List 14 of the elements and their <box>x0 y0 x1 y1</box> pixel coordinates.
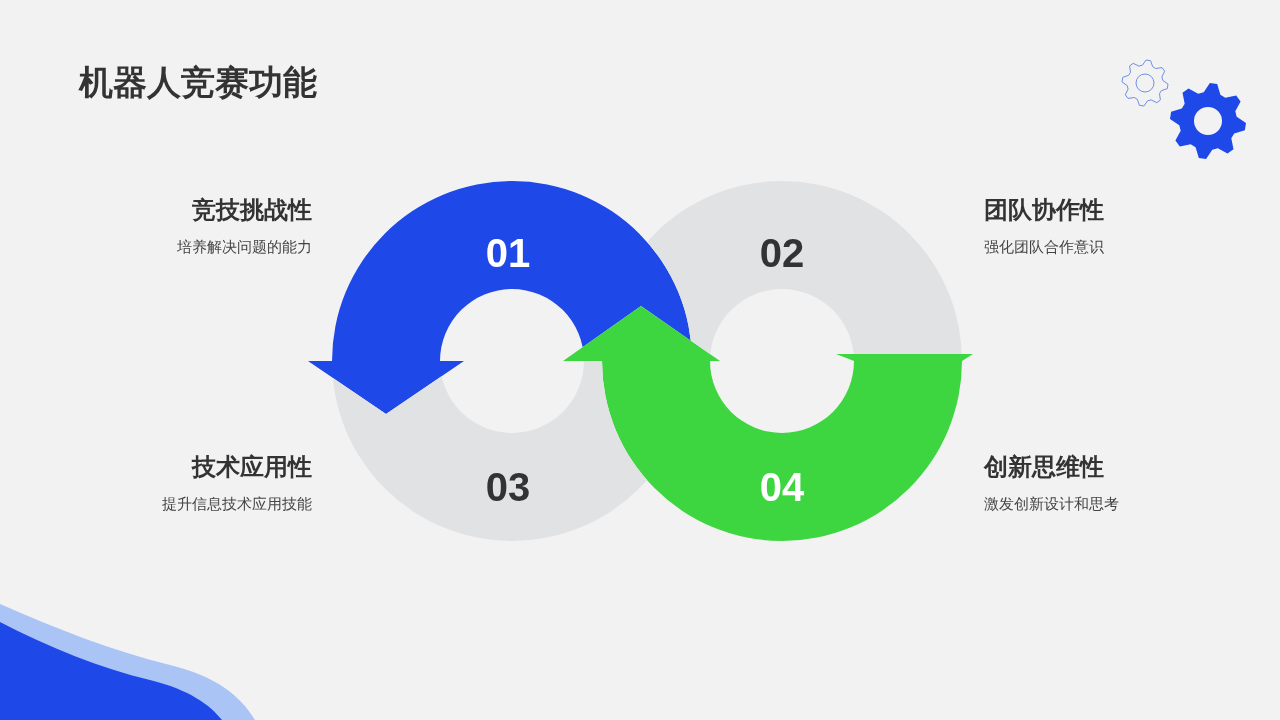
arrow-arc <box>561 304 975 543</box>
item-heading: 创新思维性 <box>984 452 1104 482</box>
item-heading: 竞技挑战性 <box>192 195 312 225</box>
step-number: 02 <box>759 231 805 275</box>
item-heading: 团队协作性 <box>984 195 1104 225</box>
item-description: 培养解决问题的能力 <box>177 237 312 257</box>
step-number: 03 <box>485 465 531 509</box>
item-description: 激发创新设计和思考 <box>984 494 1119 514</box>
item-description: 提升信息技术应用技能 <box>162 494 312 514</box>
item-description: 强化团队合作意识 <box>984 237 1104 257</box>
item-heading: 技术应用性 <box>192 452 312 482</box>
step-number: 01 <box>485 231 531 275</box>
step-number: 04 <box>759 465 805 509</box>
title: 机器人竞赛功能 <box>79 62 317 103</box>
